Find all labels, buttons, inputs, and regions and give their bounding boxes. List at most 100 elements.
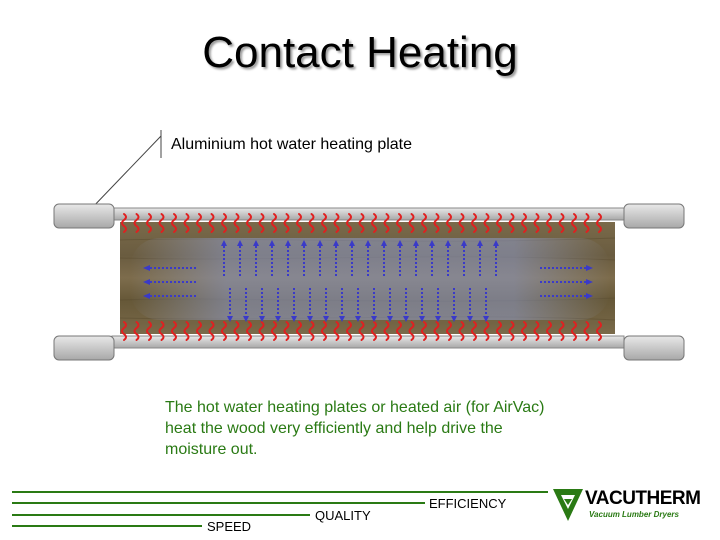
- arrowhead: [237, 240, 243, 246]
- heat-wave-mark: [358, 321, 365, 341]
- top-heat-waves: [121, 213, 602, 233]
- arrowhead: [221, 240, 227, 246]
- heat-wave-mark: [546, 321, 552, 341]
- arrowhead: [403, 316, 409, 322]
- arrowhead: [333, 240, 339, 246]
- heat-wave-mark: [446, 213, 452, 233]
- heat-wave-mark: [121, 213, 127, 233]
- label-leader-diagonal: [89, 135, 162, 211]
- heat-wave-mark: [396, 213, 402, 233]
- heat-wave-mark: [196, 213, 202, 233]
- heat-wave-mark: [496, 213, 502, 233]
- plate-label: Aluminium hot water heating plate: [171, 136, 413, 153]
- heat-wave-mark: [121, 321, 127, 341]
- heat-wave-mark: [296, 213, 302, 233]
- heat-wave-mark: [583, 213, 590, 233]
- heat-wave-mark: [233, 321, 240, 341]
- heat-wave-mark: [521, 213, 527, 233]
- moisture-cloud: [130, 238, 610, 320]
- arrowhead: [253, 240, 259, 246]
- arrowhead: [227, 316, 233, 322]
- moisture-flow-arrows: [143, 240, 593, 322]
- top-right-pipe-end: [623, 203, 685, 229]
- arrowhead: [269, 240, 275, 246]
- heat-wave-mark: [258, 321, 265, 341]
- arrowhead: [397, 240, 403, 246]
- heat-wave-mark: [346, 213, 352, 233]
- arrowhead: [339, 316, 345, 322]
- arrowhead: [323, 316, 329, 322]
- top-left-pipe-end: [53, 203, 115, 229]
- heat-wave-mark: [283, 213, 290, 233]
- heat-wave-mark: [133, 213, 140, 233]
- bottom-heat-waves: [121, 321, 602, 341]
- heat-wave-mark: [571, 321, 577, 341]
- arrowhead: [301, 240, 307, 246]
- heat-wave-mark: [571, 213, 577, 233]
- heat-wave-mark: [596, 213, 602, 233]
- heat-wave-mark: [471, 321, 477, 341]
- arrowhead: [317, 240, 323, 246]
- heat-wave-mark: [133, 321, 140, 341]
- heat-wave-mark: [521, 321, 527, 341]
- arrowhead: [477, 240, 483, 246]
- heat-wave-mark: [583, 321, 590, 341]
- heat-wave-mark: [508, 213, 515, 233]
- heat-wave-mark: [221, 321, 227, 341]
- heat-wave-mark: [471, 213, 477, 233]
- heat-wave-mark: [433, 321, 440, 341]
- heat-wave-mark: [533, 321, 540, 341]
- heat-wave-mark: [508, 321, 515, 341]
- heat-wave-mark: [546, 213, 552, 233]
- heat-wave-mark: [308, 321, 315, 341]
- arrowhead: [143, 293, 150, 299]
- footer-label-speed: SPEED: [207, 519, 252, 534]
- arrowhead: [259, 316, 265, 322]
- heat-wave-mark: [596, 321, 602, 341]
- heat-wave-mark: [371, 321, 377, 341]
- heat-wave-mark: [433, 213, 440, 233]
- heat-wave-mark: [333, 213, 340, 233]
- arrowhead: [483, 316, 489, 322]
- arrowhead: [365, 240, 371, 246]
- heat-wave-mark: [383, 213, 390, 233]
- heat-wave-mark: [296, 321, 302, 341]
- arrowhead: [285, 240, 291, 246]
- heat-wave-mark: [371, 213, 377, 233]
- heat-wave-mark: [196, 321, 202, 341]
- vacutherm-logo: VACUTHERM Vacuum Lumber Dryers: [551, 487, 701, 523]
- heat-wave-mark: [271, 213, 277, 233]
- logo-tagline: Vacuum Lumber Dryers: [589, 510, 679, 519]
- arrowhead: [451, 316, 457, 322]
- arrowhead: [586, 279, 593, 285]
- heat-wave-mark: [533, 213, 540, 233]
- heat-wave-mark: [258, 213, 265, 233]
- arrowhead: [291, 316, 297, 322]
- heat-wave-mark: [383, 321, 390, 341]
- logo-wordmark: VACUTHERM: [585, 488, 701, 509]
- arrowhead: [493, 240, 499, 246]
- heat-wave-mark: [496, 321, 502, 341]
- heat-wave-mark: [396, 321, 402, 341]
- diagram-caption: The hot water heating plates or heated a…: [165, 399, 545, 458]
- footer-label-efficiency: EFFICIENCY: [429, 496, 507, 511]
- heat-wave-mark: [446, 321, 452, 341]
- arrowhead: [381, 240, 387, 246]
- slide-title: Contact Heating: [202, 28, 518, 77]
- heat-wave-mark: [408, 213, 415, 233]
- heat-wave-mark: [321, 321, 327, 341]
- heat-wave-mark: [333, 321, 340, 341]
- arrowhead: [413, 240, 419, 246]
- arrowhead: [429, 240, 435, 246]
- heat-wave-mark: [283, 321, 290, 341]
- heat-wave-mark: [421, 321, 427, 341]
- heat-wave-mark: [483, 321, 490, 341]
- footer-label-quality: QUALITY: [315, 508, 371, 523]
- heat-wave-mark: [171, 321, 177, 341]
- heat-wave-mark: [346, 321, 352, 341]
- arrowhead: [243, 316, 249, 322]
- heat-wave-mark: [321, 213, 327, 233]
- arrowhead: [387, 316, 393, 322]
- arrowhead: [586, 265, 593, 271]
